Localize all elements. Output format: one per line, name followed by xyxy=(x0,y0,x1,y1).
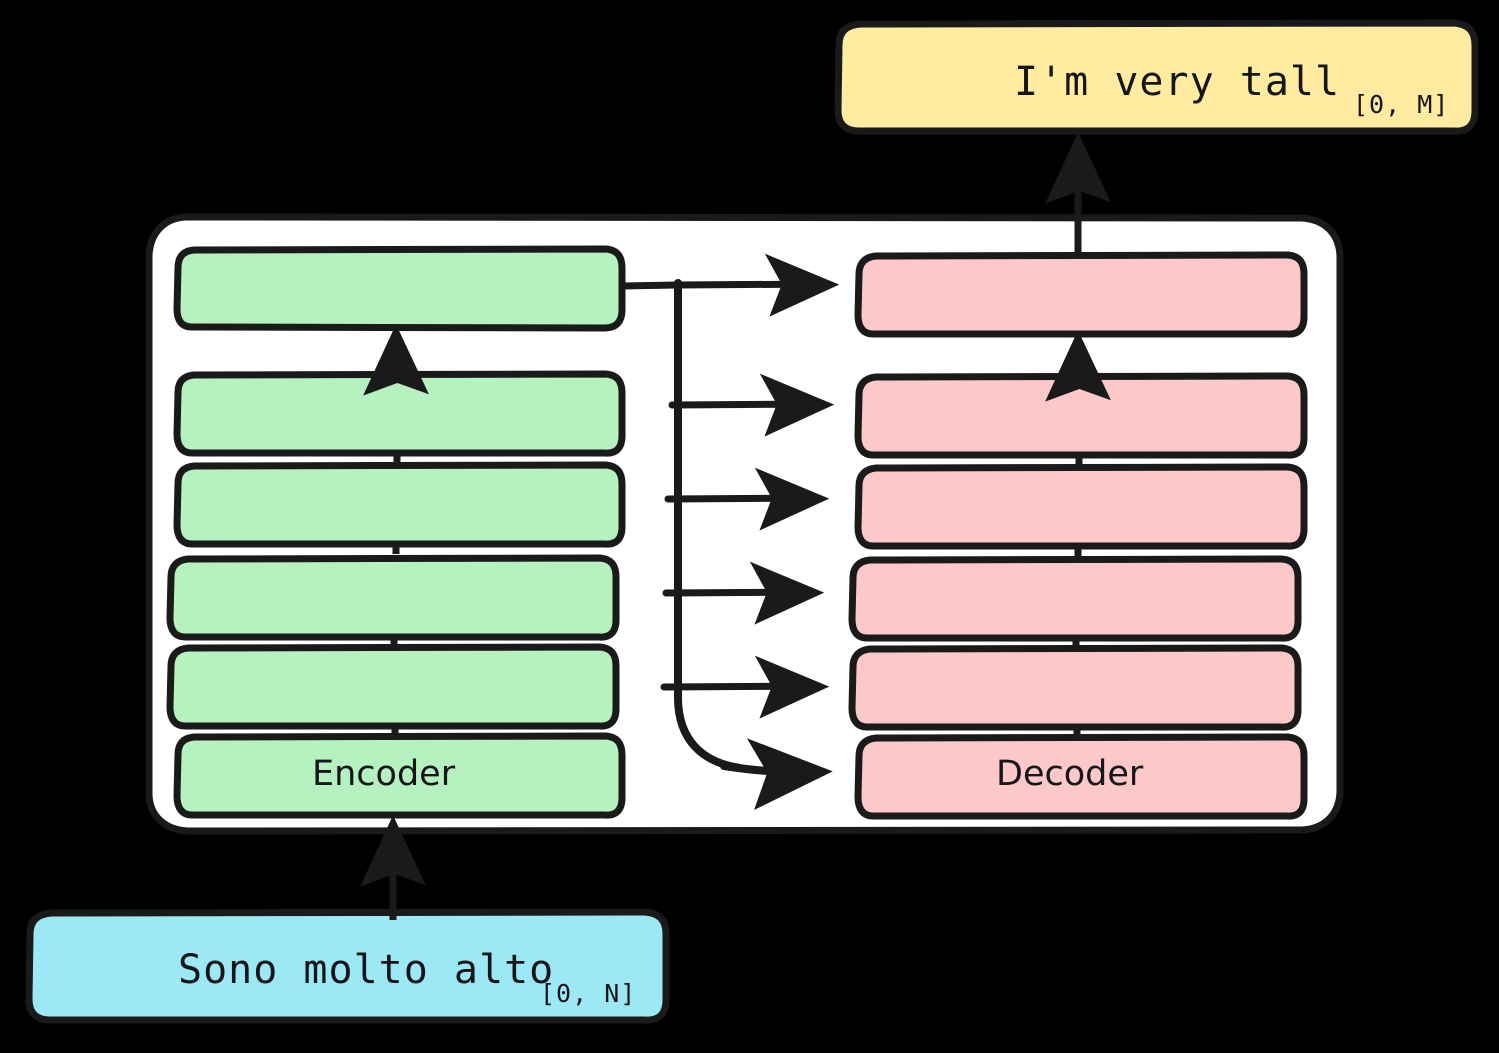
encoder-layer-5[interactable] xyxy=(173,370,626,457)
encoder-layer-6[interactable] xyxy=(173,245,626,332)
bus-arrow-to-decoder-1 xyxy=(720,738,833,811)
input-sequence-box[interactable] xyxy=(25,908,670,1024)
cross-attention-bus xyxy=(619,253,840,811)
bus-arrow-to-decoder-2 xyxy=(660,655,830,719)
encoder-layer-1[interactable] xyxy=(173,732,626,819)
bus-arrow-to-decoder-4 xyxy=(664,467,830,531)
decoder-layer-4[interactable] xyxy=(854,463,1308,550)
decoder-layer-3[interactable] xyxy=(848,555,1302,642)
decoder-layer-2[interactable] xyxy=(848,644,1302,731)
decoder-layer-6[interactable] xyxy=(854,251,1308,338)
bus-arrow-to-decoder-5 xyxy=(668,373,835,437)
encoder-stack xyxy=(166,245,626,819)
encoder-layer-2[interactable] xyxy=(166,643,620,730)
decoder-layer-5[interactable] xyxy=(854,372,1308,459)
bus-arrow-to-decoder-6 xyxy=(619,253,840,317)
encoder-layer-3[interactable] xyxy=(166,554,620,641)
decoder-stack xyxy=(848,251,1308,820)
decoder-layer-1[interactable] xyxy=(854,733,1308,820)
bus-arrow-to-decoder-3 xyxy=(662,561,825,625)
encoder-layer-4[interactable] xyxy=(173,461,626,548)
output-sequence-box[interactable] xyxy=(834,19,1479,135)
